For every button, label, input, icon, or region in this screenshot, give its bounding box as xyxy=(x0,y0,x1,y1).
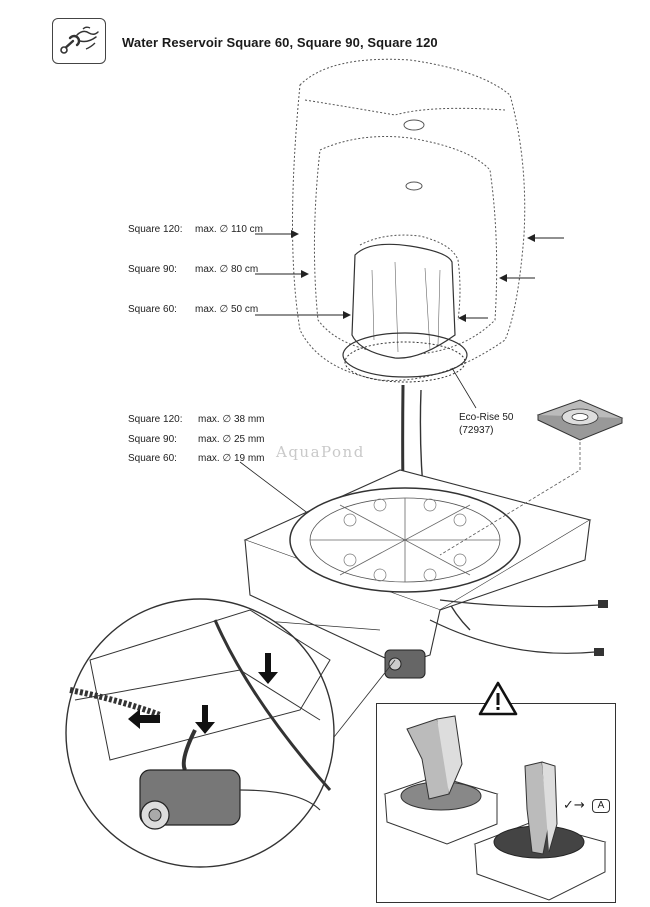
size-value: max. ∅ 38 mm xyxy=(198,414,265,425)
model-label: Square 120: xyxy=(128,414,183,425)
pump-icon xyxy=(384,649,426,679)
size-value: max. ∅ 25 mm xyxy=(198,434,265,445)
down-arrow-icon xyxy=(195,705,215,734)
reference-a-badge: A xyxy=(592,799,610,813)
stone-size-row: Square 120: max. ∅ 110 cm xyxy=(128,224,263,235)
stone-outline-large xyxy=(292,58,526,381)
stone-outline-medium xyxy=(313,136,498,356)
eco-rise-plate xyxy=(536,399,624,441)
stone-size-row: Square 90: max. ∅ 80 cm xyxy=(128,264,258,275)
hose-size-row: Square 60: max. ∅ 19 mm xyxy=(128,453,265,464)
size-value: max. ∅ 80 cm xyxy=(195,264,259,275)
eco-rise-name: Eco-Rise 50 xyxy=(459,412,514,423)
eco-rise-code: (72937) xyxy=(459,425,494,436)
stone-small xyxy=(351,243,456,359)
stone-size-row: Square 60: max. ∅ 50 cm xyxy=(128,304,258,315)
warning-triangle-icon xyxy=(478,681,518,716)
plug-icon xyxy=(598,600,608,608)
eco-rise-ring xyxy=(342,332,468,378)
size-value: max. ∅ 19 mm xyxy=(198,453,265,464)
plug-icon xyxy=(594,648,604,656)
model-label: Square 120: xyxy=(128,224,183,235)
stone-hole xyxy=(405,181,423,191)
warning-panel: ✓→ xyxy=(376,703,616,903)
hose-size-row: Square 90: max. ∅ 25 mm xyxy=(128,434,265,445)
stone-hole xyxy=(403,119,425,131)
size-value: max. ∅ 110 cm xyxy=(195,224,263,235)
hose-size-row: Square 120: max. ∅ 38 mm xyxy=(128,414,265,425)
check-icon: ✓→ xyxy=(563,798,585,813)
wrench-hand-icon xyxy=(52,18,106,64)
page-title: Water Reservoir Square 60, Square 90, Sq… xyxy=(122,35,438,50)
model-label: Square 60: xyxy=(128,453,177,464)
model-label: Square 60: xyxy=(128,304,177,315)
detail-zoom-circle xyxy=(65,598,335,868)
watermark: AquaPond xyxy=(276,443,365,461)
eco-rise-label: Eco-Rise 50 (72937) xyxy=(459,411,513,437)
stone-outline-small xyxy=(359,234,461,321)
down-arrow-icon xyxy=(258,653,278,684)
left-arrow-icon xyxy=(128,709,160,729)
size-value: max. ∅ 50 cm xyxy=(195,304,259,315)
model-label: Square 90: xyxy=(128,264,177,275)
water-reservoir xyxy=(243,469,592,666)
model-label: Square 90: xyxy=(128,434,177,445)
